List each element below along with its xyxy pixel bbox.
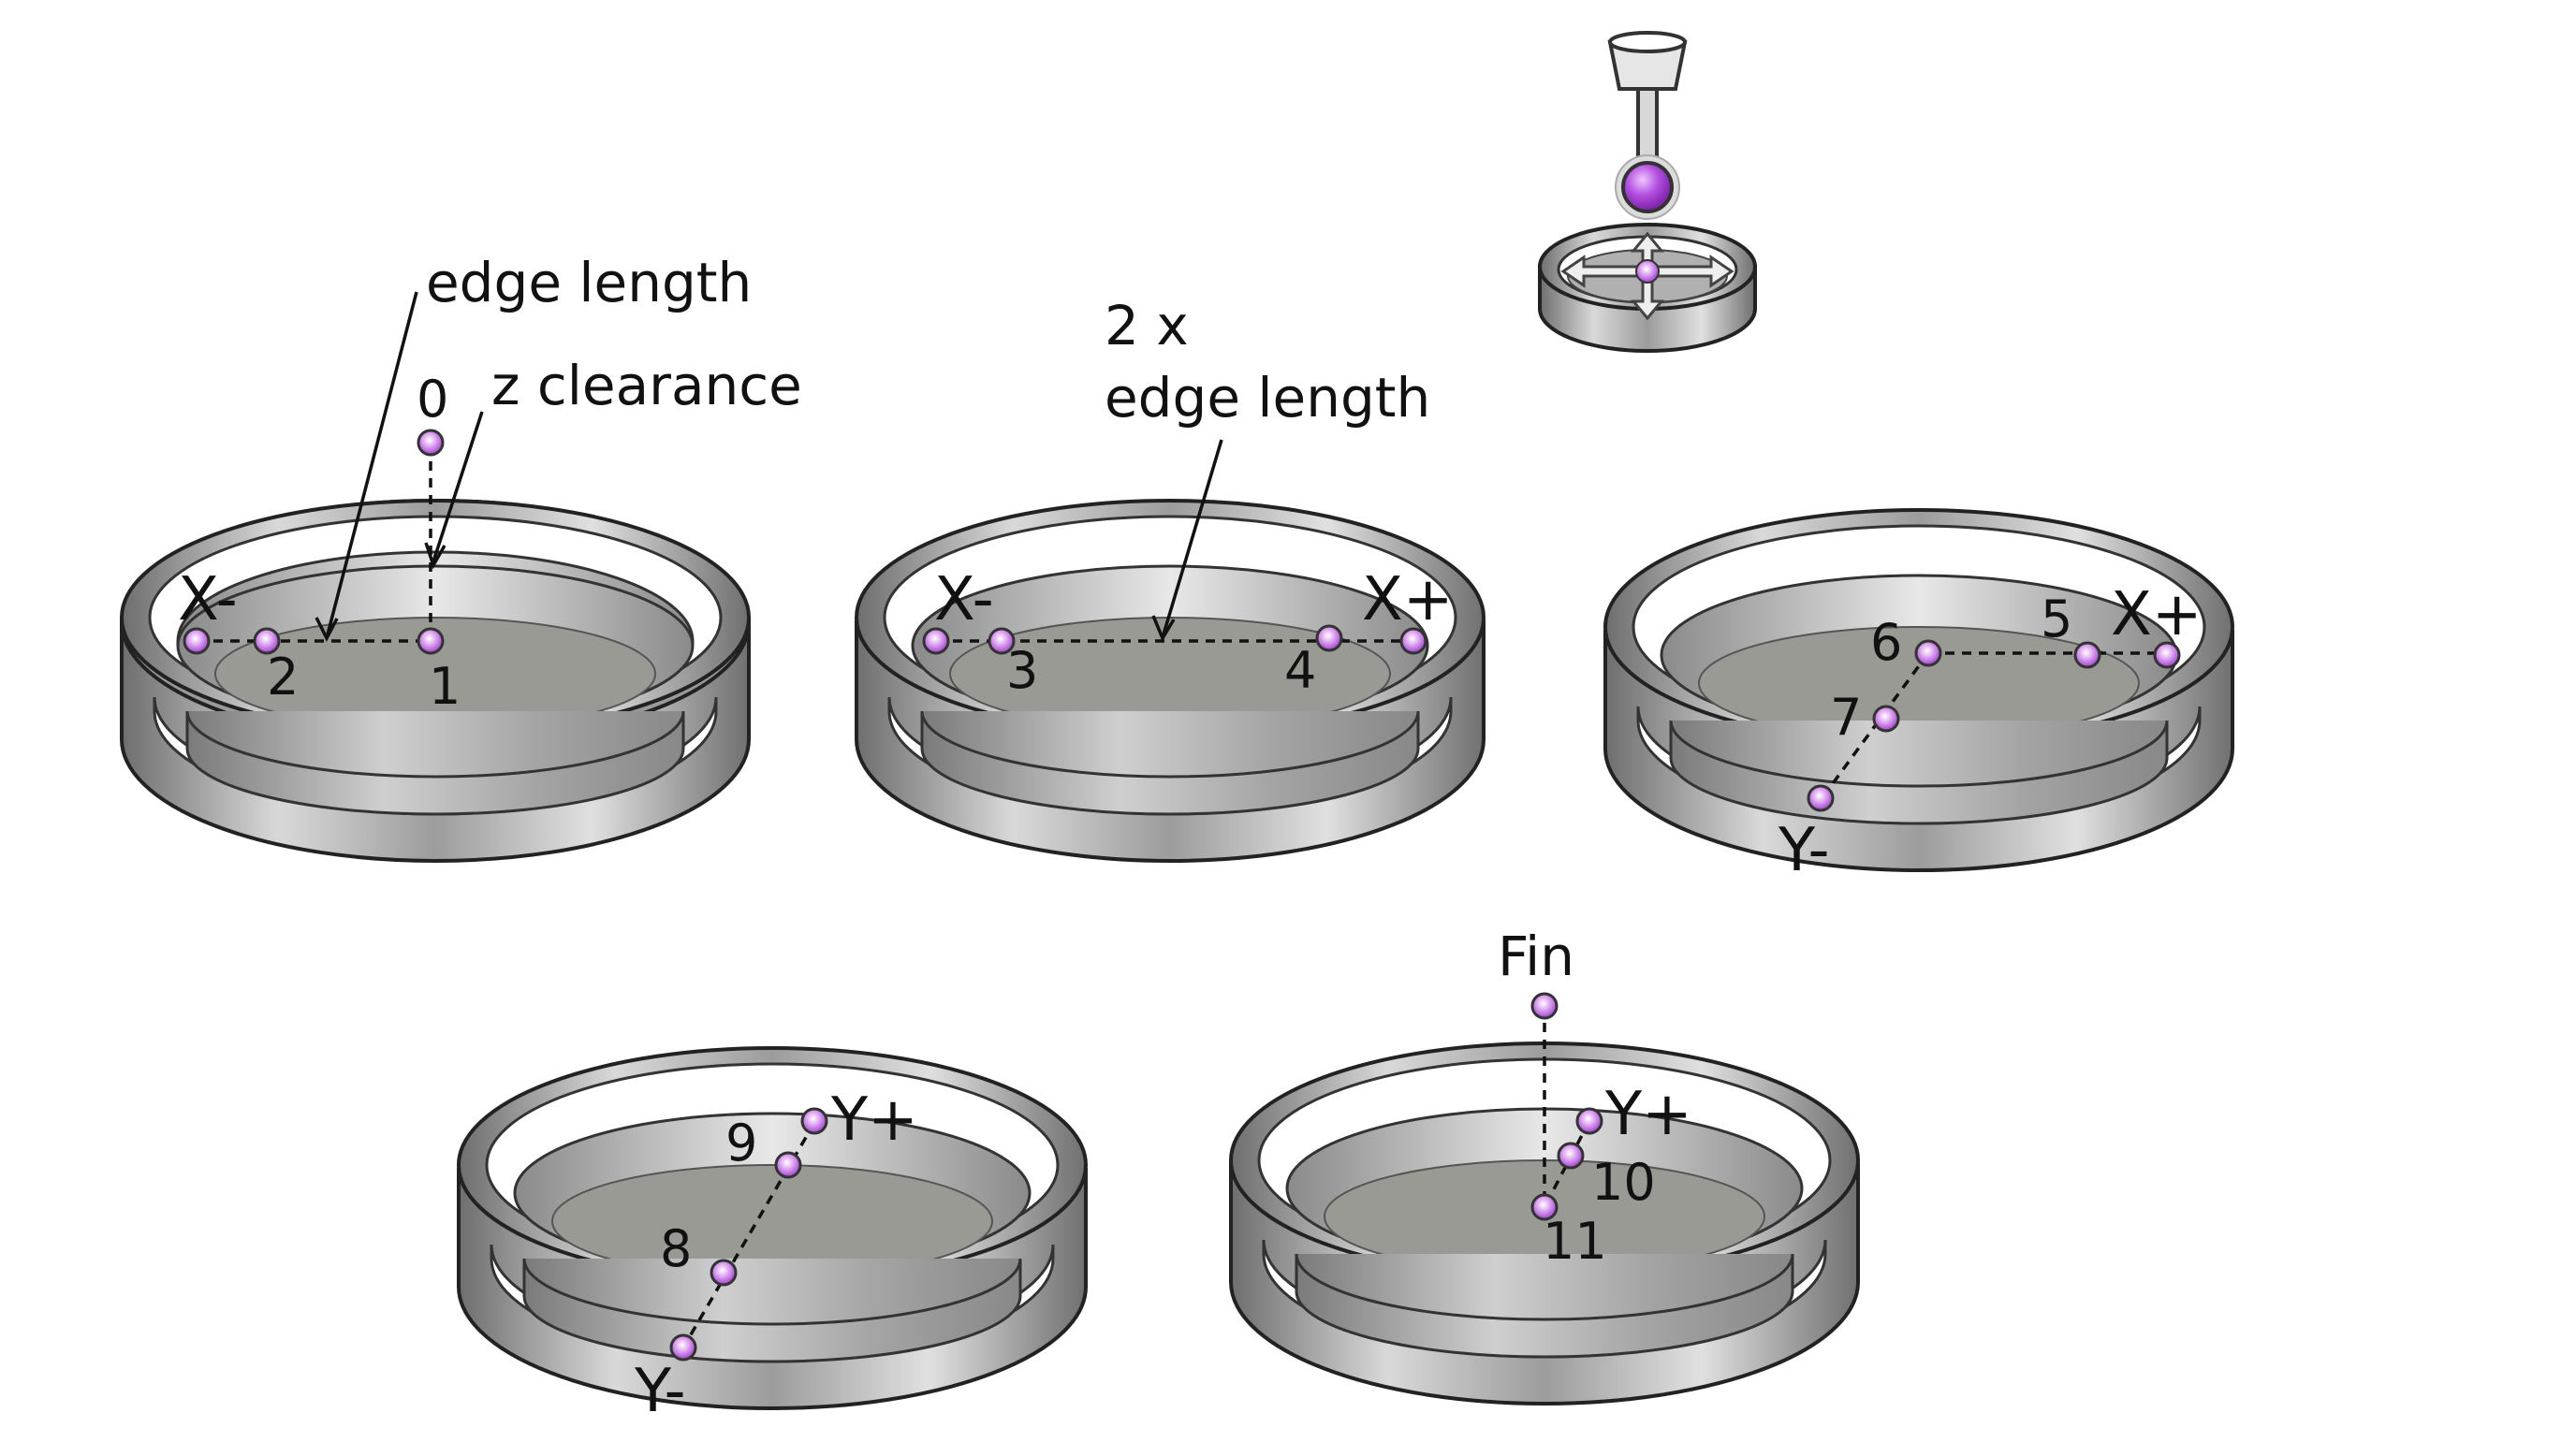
probe-point-6 bbox=[1914, 639, 1942, 667]
probe-point-xminus-2 bbox=[922, 627, 950, 655]
axis-label-xminus-2: X- bbox=[934, 565, 994, 634]
point-label-2: 2 bbox=[267, 648, 299, 706]
probe-point-yminus-1 bbox=[1807, 784, 1835, 812]
bore-ring-1 bbox=[120, 499, 751, 863]
probe-point-yminus-2 bbox=[669, 1333, 697, 1362]
probe-points bbox=[183, 429, 2181, 1362]
edge-length-label: edge length bbox=[426, 251, 752, 314]
point-label-3: 3 bbox=[1006, 641, 1038, 700]
probe-point-xplus-2 bbox=[2153, 641, 2181, 669]
annotation-arrows bbox=[315, 291, 1223, 642]
probe-point-4 bbox=[1315, 624, 1343, 652]
point-label-9: 9 bbox=[725, 1114, 757, 1173]
probe-point-fin bbox=[1530, 992, 1559, 1020]
bore-center-finder-icon bbox=[1538, 223, 1757, 353]
probe-point-3 bbox=[988, 627, 1016, 655]
probe-point-2 bbox=[253, 627, 281, 655]
axis-label-yplus-2: Y+ bbox=[1604, 1080, 1692, 1149]
probe-point-7 bbox=[1872, 705, 1900, 733]
probe-point-yplus-1 bbox=[800, 1107, 828, 1135]
point-label-6: 6 bbox=[1870, 613, 1902, 672]
axis-label-xminus-1: X- bbox=[178, 565, 238, 634]
fin-label: Fin bbox=[1498, 925, 1574, 988]
bore-ring-4 bbox=[457, 1046, 1088, 1410]
probe-point-0 bbox=[417, 429, 445, 457]
two-x-label: 2 x bbox=[1105, 294, 1189, 357]
probe-point-9 bbox=[774, 1151, 802, 1179]
point-label-8: 8 bbox=[660, 1219, 692, 1278]
probe-point-5 bbox=[2073, 641, 2101, 669]
point-label-1: 1 bbox=[429, 657, 461, 716]
probe-point-1 bbox=[417, 627, 445, 655]
bore-ring-2 bbox=[855, 499, 1486, 863]
probe-point-yplus-2 bbox=[1575, 1107, 1603, 1135]
axis-label-yminus-2: Y- bbox=[634, 1357, 686, 1426]
point-label-5: 5 bbox=[2041, 590, 2072, 648]
probe-point-8 bbox=[710, 1259, 738, 1287]
probe-point-11 bbox=[1530, 1193, 1559, 1221]
probe-point-xminus-1 bbox=[183, 627, 211, 655]
point-label-4: 4 bbox=[1284, 641, 1316, 700]
z-clearance-label: z clearance bbox=[491, 354, 802, 417]
axis-label-yplus-1: Y+ bbox=[830, 1085, 918, 1155]
point-label-0: 0 bbox=[417, 370, 448, 429]
annotation-labels: edge length z clearance 2 x edge length … bbox=[178, 251, 2202, 1426]
point-label-7: 7 bbox=[1830, 688, 1862, 747]
probe-paths bbox=[197, 444, 2167, 1348]
point-label-10: 10 bbox=[1591, 1153, 1656, 1212]
axis-label-xplus-2: X+ bbox=[2111, 580, 2202, 649]
bore-ring-3 bbox=[1603, 508, 2234, 872]
point-label-11: 11 bbox=[1543, 1212, 1607, 1271]
axis-label-xplus-1: X+ bbox=[1362, 565, 1453, 634]
two-x-edge-length-label: edge length bbox=[1105, 366, 1430, 430]
touch-probe-icon bbox=[1607, 31, 1688, 220]
probe-point-xplus-1 bbox=[1399, 627, 1427, 655]
axis-label-yminus-1: Y- bbox=[1778, 816, 1830, 885]
probe-point-10 bbox=[1557, 1142, 1585, 1170]
